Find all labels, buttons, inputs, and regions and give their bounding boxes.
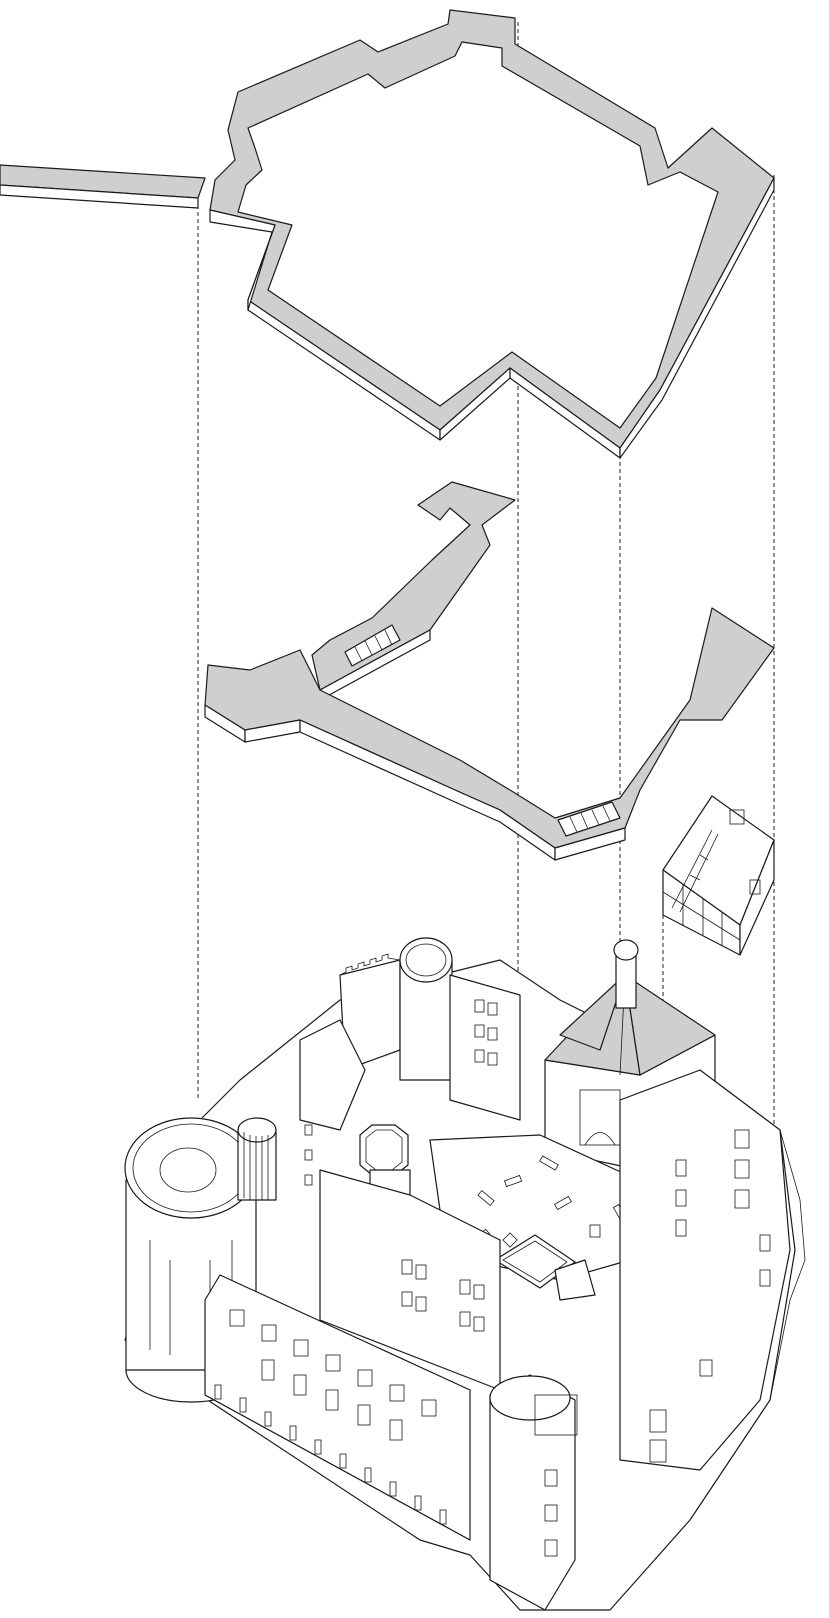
right-wing-windows: [649, 1129, 771, 1463]
arcade-columns: [214, 1384, 447, 1525]
courtyard-skylight: [494, 1234, 576, 1289]
arcade-baseline: [204, 1394, 471, 1541]
corner-tower-front: [489, 1374, 578, 1611]
cube-window: [729, 809, 745, 825]
upper-ring-courtyard: [237, 41, 719, 429]
upper-ring-side-e: [619, 177, 775, 459]
lower-ring-side-s: [299, 719, 556, 861]
stair-nw: [344, 624, 401, 667]
central-back-block: [449, 974, 521, 1121]
castle-model: [124, 937, 806, 1611]
upper-wall-ring: [0, 9, 775, 459]
ruined-gable: [299, 1019, 366, 1131]
bridge-side: [0, 184, 199, 209]
cube-side-face: [739, 839, 775, 956]
fluted-cylinder: [237, 1117, 277, 1201]
pyramid-roof-face-back: [559, 974, 626, 1051]
lower-wall-ring: [204, 481, 775, 861]
central-front-windows: [401, 1259, 485, 1332]
courtyard-pavilion: [554, 1259, 596, 1301]
gable-windows: [304, 1124, 313, 1186]
lower-ring-nw-arm-top: [311, 481, 516, 691]
round-tower-back: [399, 937, 453, 1081]
glazed-cube: [662, 795, 775, 956]
central-front-block: [319, 1169, 501, 1391]
stair-south: [557, 801, 621, 837]
right-wing: [619, 1069, 791, 1471]
right-buttress: [769, 1129, 806, 1401]
central-back-windows: [474, 999, 498, 1066]
pyramid-roof-face-right: [624, 974, 716, 1076]
upper-ring-side-w: [209, 209, 276, 311]
front-wing-openings: [229, 1309, 437, 1441]
lower-ring-side-se: [554, 827, 626, 861]
cube-side-window: [749, 879, 761, 895]
